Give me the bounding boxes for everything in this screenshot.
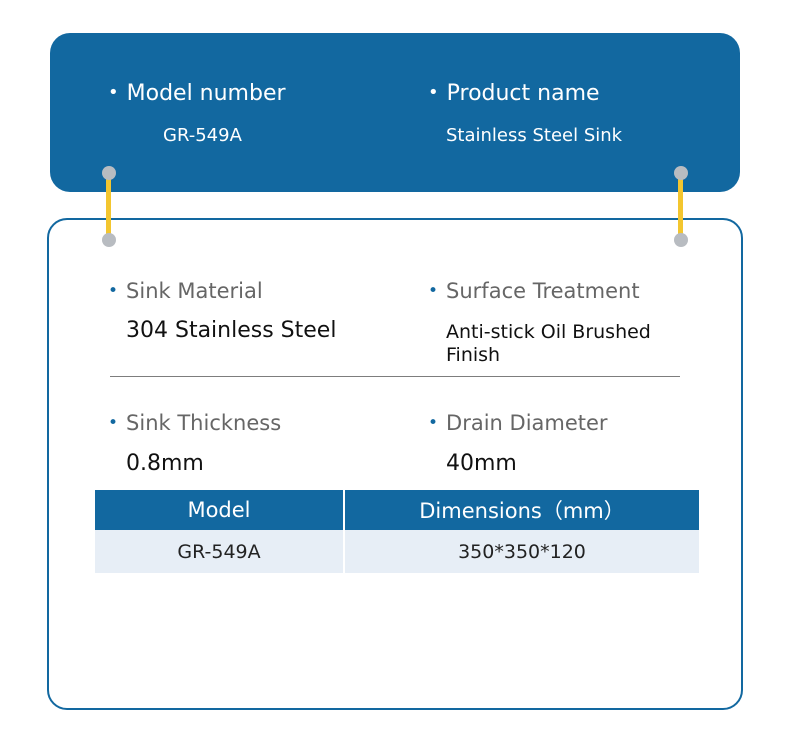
- table-row: GR-549A 350*350*120: [95, 530, 699, 573]
- drain-diameter-label: •Drain Diameter: [428, 411, 608, 435]
- table-cell-model: GR-549A: [95, 530, 344, 573]
- sink-material-label: •Sink Material: [108, 279, 263, 303]
- pin-icon: [102, 166, 116, 180]
- surface-treatment-label: •Surface Treatment: [428, 279, 640, 303]
- surface-treatment-value: Anti-stick Oil Brushed Finish: [446, 321, 651, 366]
- pin-icon: [674, 166, 688, 180]
- bullet-icon: •: [428, 82, 439, 103]
- bullet-icon: •: [108, 413, 119, 433]
- bullet-icon: •: [428, 281, 439, 301]
- table-header-row: Model Dimensions（mm）: [95, 490, 699, 530]
- pin-icon: [102, 233, 116, 247]
- drain-diameter-value: 40mm: [446, 451, 517, 476]
- model-number-value: GR-549A: [163, 125, 242, 146]
- model-number-label: •Model number: [108, 81, 286, 106]
- column-header-dimensions: Dimensions（mm）: [343, 490, 699, 530]
- sink-material-value: 304 Stainless Steel: [126, 318, 337, 343]
- bullet-icon: •: [108, 281, 119, 301]
- sink-thickness-label: •Sink Thickness: [108, 411, 282, 435]
- specs-card: [47, 218, 743, 710]
- bullet-icon: •: [428, 413, 439, 433]
- sink-thickness-value: 0.8mm: [126, 451, 204, 476]
- bullet-icon: •: [108, 82, 119, 103]
- product-header-card: [50, 33, 740, 192]
- connector-left: [106, 174, 111, 238]
- product-name-label: •Product name: [428, 81, 600, 106]
- connector-right: [678, 174, 683, 238]
- table-cell-dimensions: 350*350*120: [343, 530, 699, 573]
- dimensions-table: Model Dimensions（mm） GR-549A 350*350*120: [95, 490, 699, 573]
- product-name-value: Stainless Steel Sink: [446, 125, 623, 146]
- column-header-model: Model: [95, 490, 344, 530]
- pin-icon: [674, 233, 688, 247]
- divider: [110, 376, 680, 377]
